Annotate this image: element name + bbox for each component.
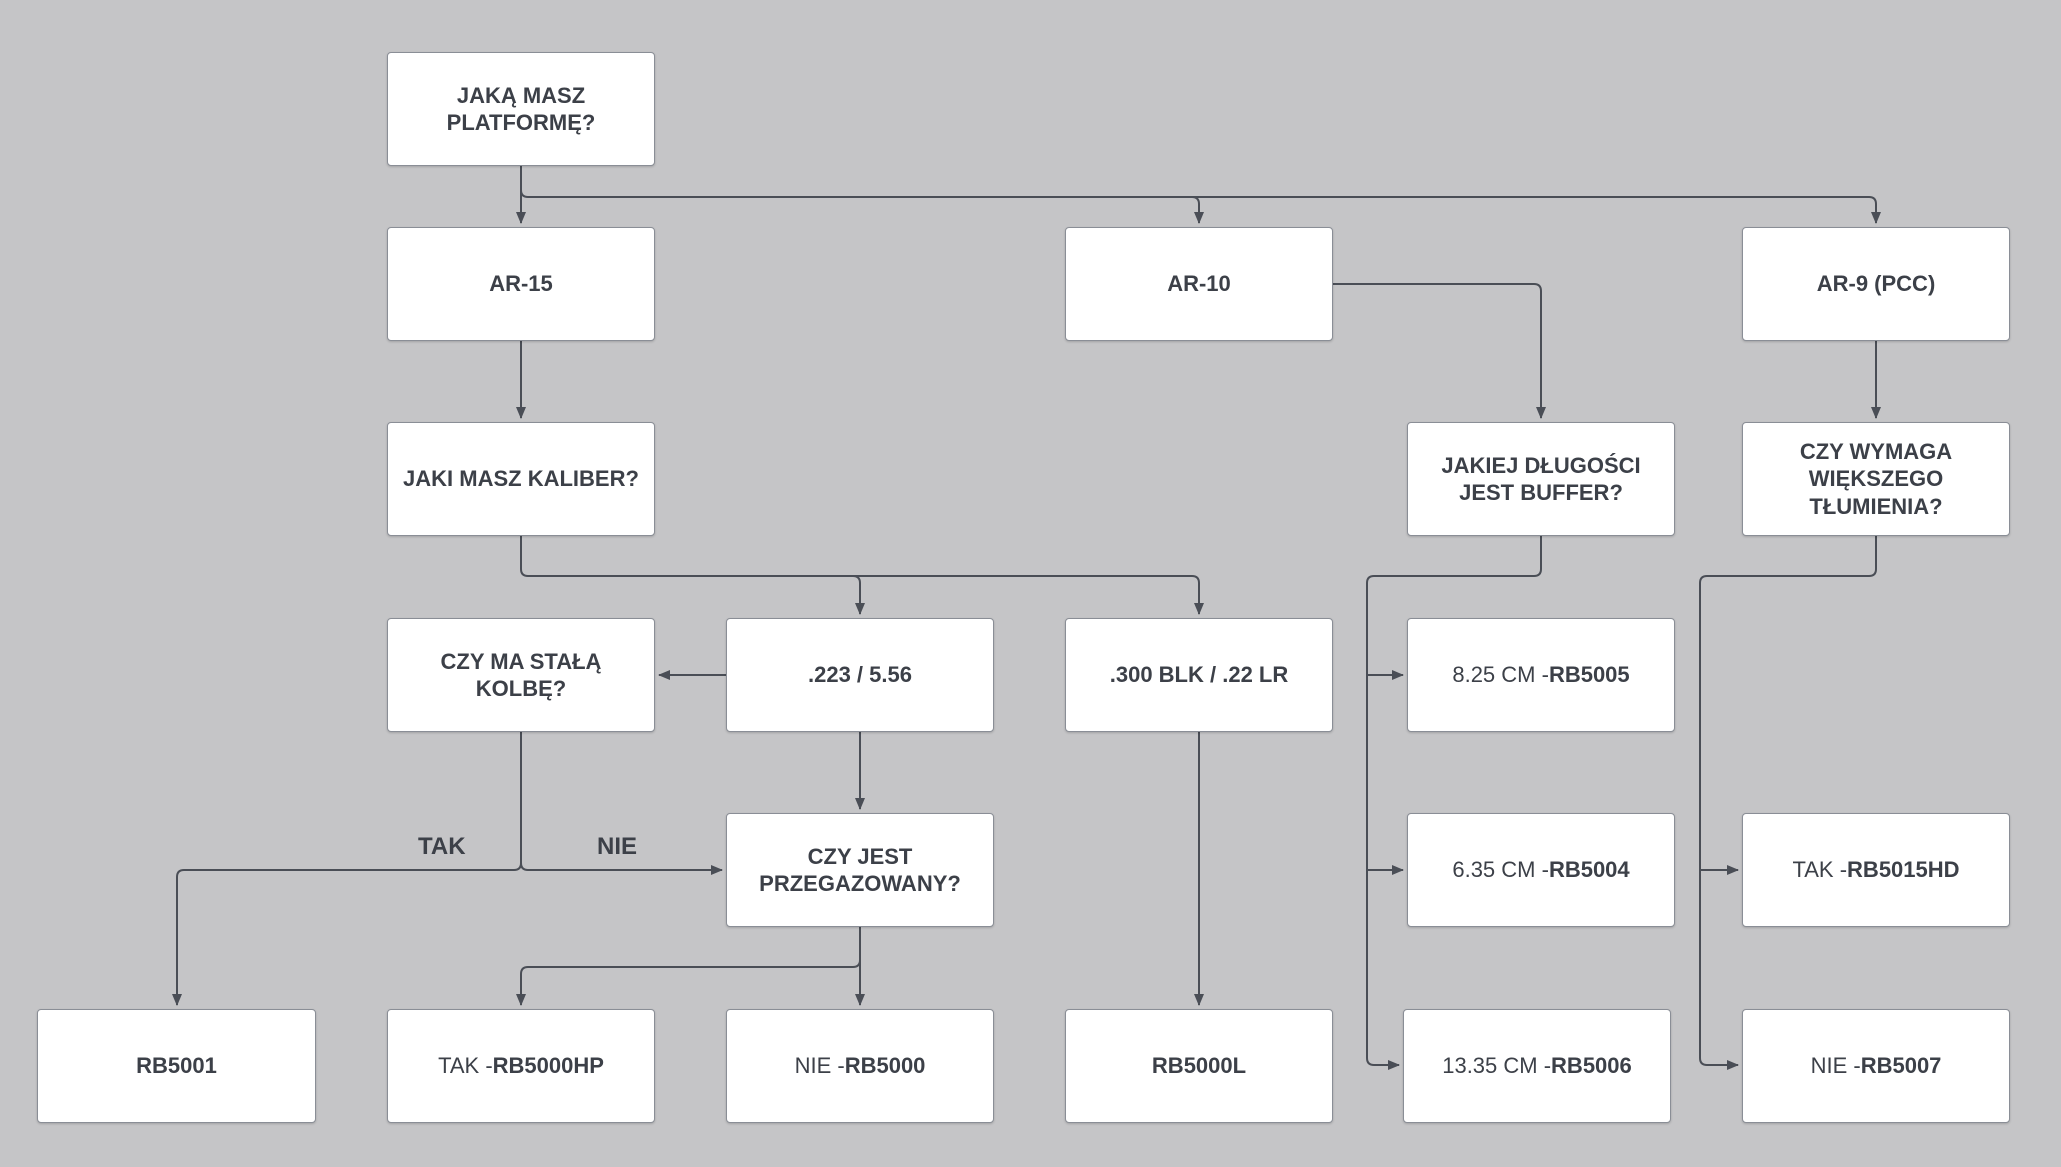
buffer-825-result-node: 8.25 CM - RB5005 (1407, 618, 1675, 732)
edge-supp-spine (1699, 536, 1877, 1070)
edge-ar10-buffer (1333, 283, 1546, 419)
rb5001-result-node: RB5001 (37, 1009, 316, 1123)
result-prefix: NIE - (794, 1053, 845, 1079)
fixed-stock-question-node: CZY MA STAŁĄ KOLBĘ? (387, 618, 655, 732)
result-part-number: RB5005 (1548, 662, 1630, 688)
result-prefix: 6.35 CM - (1452, 857, 1549, 883)
suppression-no-result-node: NIE - RB5007 (1742, 1009, 2010, 1123)
edge-root-ar9 (1192, 196, 1881, 224)
overgassed-yes-result-node: TAK - RB5000HP (387, 1009, 655, 1123)
edge-buffer-spine (1366, 536, 1542, 1070)
edge-stock-tak (172, 862, 522, 1006)
buffer-635-result-node: 6.35 CM - RB5004 (1407, 813, 1675, 927)
result-part-number: RB5015HD (1847, 857, 1960, 883)
rb5000l-result-node: RB5000L (1065, 1009, 1333, 1123)
ar15-node: AR-15 (387, 227, 655, 341)
buffer-1335-result-node: 13.35 CM - RB5006 (1403, 1009, 1671, 1123)
overgassed-question-node: CZY JEST PRZEGAZOWANY? (726, 813, 994, 927)
ar10-node: AR-10 (1065, 227, 1333, 341)
buffer-length-question-node: JAKIEJ DŁUGOŚCI JEST BUFFER? (1407, 422, 1675, 536)
suppression-question-node: CZY WYMAGA WIĘKSZEGO TŁUMIENIA? (1742, 422, 2010, 536)
result-prefix: TAK - (438, 1053, 493, 1079)
caliber-question-node: JAKI MASZ KALIBER? (387, 422, 655, 536)
caliber-300-node: .300 BLK / .22 LR (1065, 618, 1333, 732)
result-part-number: RB5000 (844, 1053, 926, 1079)
result-part-number: RB5000HP (492, 1053, 604, 1079)
result-prefix: NIE - (1810, 1053, 1861, 1079)
edge-label-nie: NIE (597, 833, 638, 860)
result-part-number: RB5006 (1551, 1053, 1632, 1079)
result-prefix: 8.25 CM - (1452, 662, 1549, 688)
overgassed-no-result-node: NIE - RB5000 (726, 1009, 994, 1123)
edge-label-tak: TAK (418, 833, 466, 860)
platform-question-node: JAKĄ MASZ PLATFORMĘ? (387, 52, 655, 166)
ar9-pcc-node: AR-9 (PCC) (1742, 227, 2010, 341)
suppression-yes-result-node: TAK - RB5015HD (1742, 813, 2010, 927)
result-prefix: TAK - (1792, 857, 1848, 883)
result-prefix: 13.35 CM - (1442, 1053, 1552, 1079)
edge-caliber-223 (520, 536, 865, 615)
edge-root-ar10 (520, 189, 1204, 224)
result-part-number: RB5004 (1548, 857, 1630, 883)
result-part-number: RB5007 (1860, 1053, 1942, 1079)
caliber-223-node: .223 / 5.56 (726, 618, 994, 732)
edge-gas-yes (516, 959, 861, 1006)
edge-caliber-300 (853, 575, 1204, 615)
